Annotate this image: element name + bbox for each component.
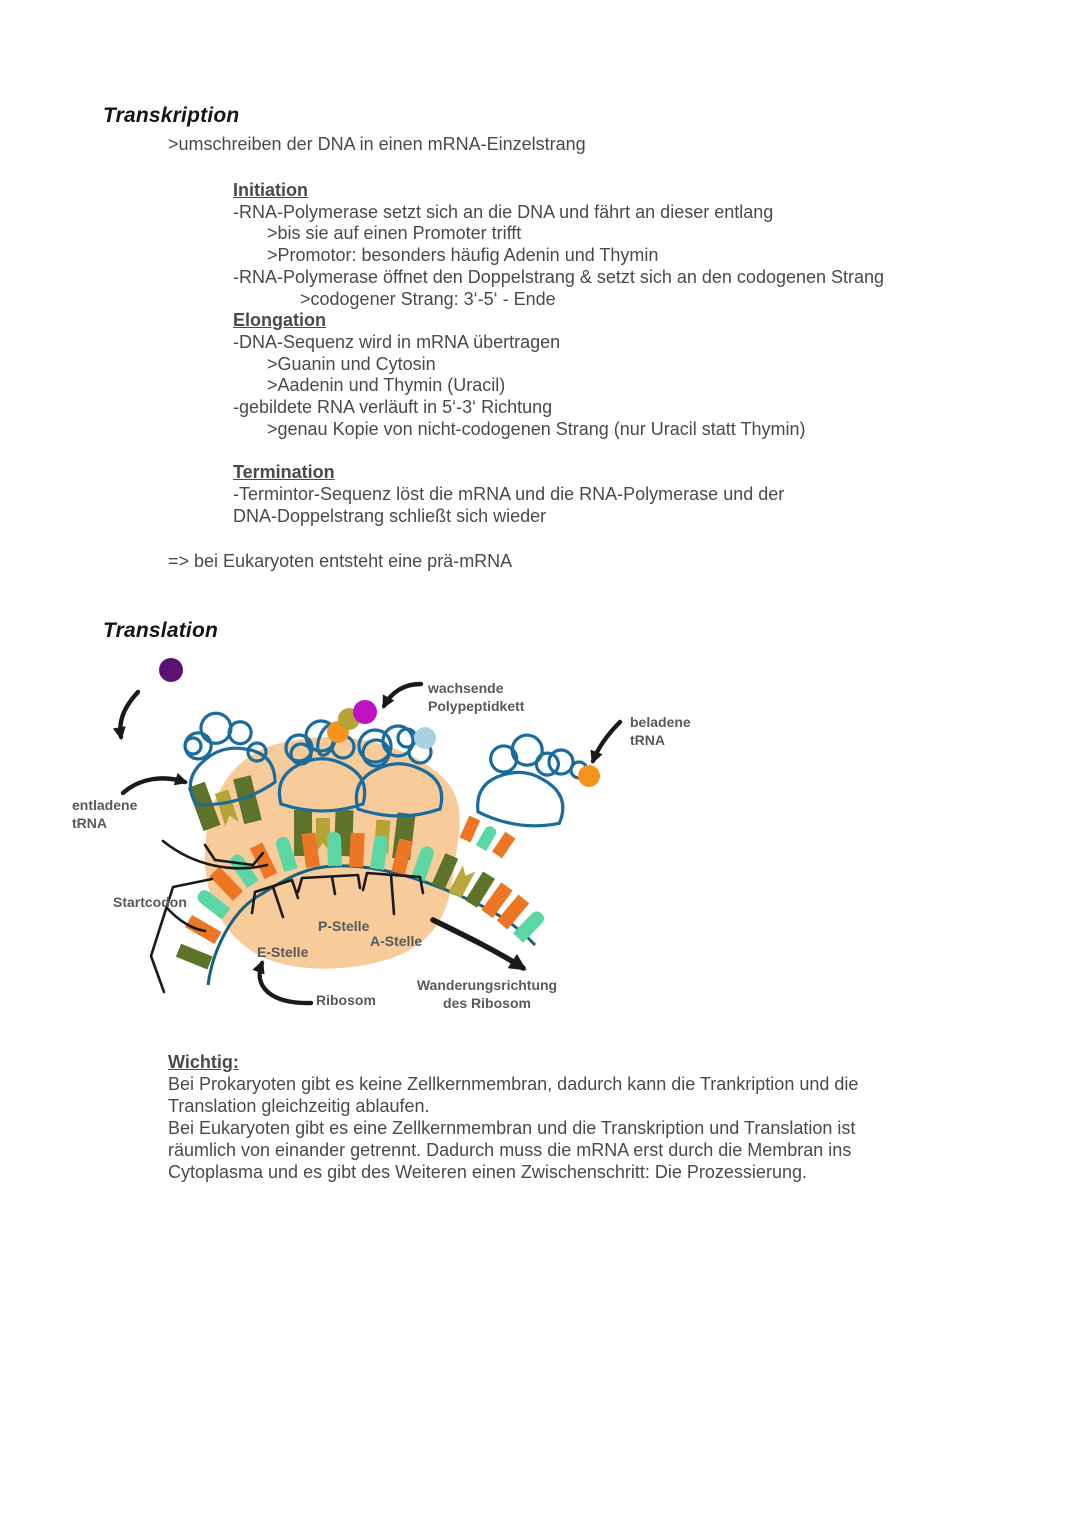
text-line: >bis sie auf einen Promoter trifft <box>267 223 522 244</box>
growing-chain-arrow <box>381 681 424 709</box>
startcodon-bracket <box>149 877 214 994</box>
amino-drop-arrow <box>112 689 141 741</box>
transkription-intro: >umschreiben der DNA in einen mRNA-Einze… <box>168 134 586 154</box>
amino-acid-purple <box>159 658 183 682</box>
direction-arrow <box>430 917 527 971</box>
site-brackets <box>149 839 425 994</box>
translation-title: Translation <box>103 619 219 642</box>
loaded-trna-arrow <box>590 719 623 765</box>
startcodon-pointer <box>165 906 207 933</box>
label-unloaded-trna: entladene <box>72 797 138 813</box>
text-line: Bei Eukaryoten gibt es eine Zellkernmemb… <box>168 1118 856 1138</box>
blank-line <box>233 440 884 462</box>
label-p-site: P-Stelle <box>318 918 370 934</box>
label-direction: des Ribosom <box>443 995 531 1011</box>
text-line: Translation gleichzeitig ablaufen. <box>168 1096 430 1116</box>
label-a-site: A-Stelle <box>370 933 422 949</box>
text-line: >codogener Strang: 3‘-5‘ - Ende <box>300 288 556 309</box>
label-e-site: E-Stelle <box>257 944 309 960</box>
text-line: -DNA-Sequenz wird in mRNA übertragen <box>233 331 561 352</box>
text-line: DNA-Doppelstrang schließt sich wieder <box>233 505 547 526</box>
label-direction: Wanderungsrichtung <box>417 977 557 993</box>
subheading-elongation: Elongation <box>233 310 326 331</box>
transkription-title: Transkription <box>103 104 240 127</box>
label-startcodon: Startcodon <box>113 894 187 910</box>
text-line: >Aadenin und Thymin (Uracil) <box>267 375 506 396</box>
translation-diagram: wachsende Polypeptidkett beladene tRNA e… <box>72 658 691 1011</box>
text-line: räumlich von einander getrennt. Dadurch … <box>168 1140 852 1160</box>
text-line: -RNA-Polymerase setzt sich an die DNA un… <box>233 201 774 222</box>
text-line: >genau Kopie von nicht-codogenen Strang … <box>267 418 806 439</box>
transkription-conclusion: => bei Eukaryoten entsteht eine prä-mRNA <box>168 551 513 571</box>
amino-acid-lightblue <box>414 727 436 749</box>
text-line: >Guanin und Cytosin <box>267 353 436 374</box>
amino-acid-loaded-orange <box>578 765 600 787</box>
transkription-body: Initiation -RNA-Polymerase setzt sich an… <box>233 180 884 527</box>
amino-acids <box>159 658 600 787</box>
text-line: -RNA-Polymerase öffnet den Doppelstrang … <box>233 266 885 287</box>
text-line: >Promotor: besonders häufig Adenin und T… <box>267 245 659 266</box>
unloaded-trna-path <box>161 839 269 870</box>
label-ribosome: Ribosom <box>316 992 376 1008</box>
label-unloaded-trna: tRNA <box>72 815 107 831</box>
text-line: Cytoplasma und es gibt des Weiteren eine… <box>168 1162 807 1182</box>
label-growing-chain: Polypeptidkett <box>428 698 525 714</box>
trna-unloaded <box>170 700 281 814</box>
subheading-initiation: Initiation <box>233 180 308 200</box>
label-growing-chain: wachsende <box>427 680 504 696</box>
subheading-wichtig: Wichtig: <box>168 1052 239 1072</box>
diagram-arrows <box>112 681 623 1006</box>
text-line: -Termintor-Sequenz löst die mRNA und die… <box>233 483 785 504</box>
amino-acid-magenta <box>353 700 377 724</box>
ribosome-arrow <box>252 959 314 1006</box>
unloaded-trna-arrow <box>120 772 189 796</box>
text-line: -gebildete RNA verläuft in 5‘-3‘ Richtun… <box>233 397 553 418</box>
wichtig-block: Wichtig: Bei Prokaryoten gibt es keine Z… <box>168 1051 858 1183</box>
text-line: Bei Prokaryoten gibt es keine Zellkernme… <box>168 1074 859 1094</box>
subheading-termination: Termination <box>233 462 335 483</box>
label-loaded-trna: beladene <box>630 714 691 730</box>
label-loaded-trna: tRNA <box>630 732 665 748</box>
trna-loaded <box>473 727 589 833</box>
